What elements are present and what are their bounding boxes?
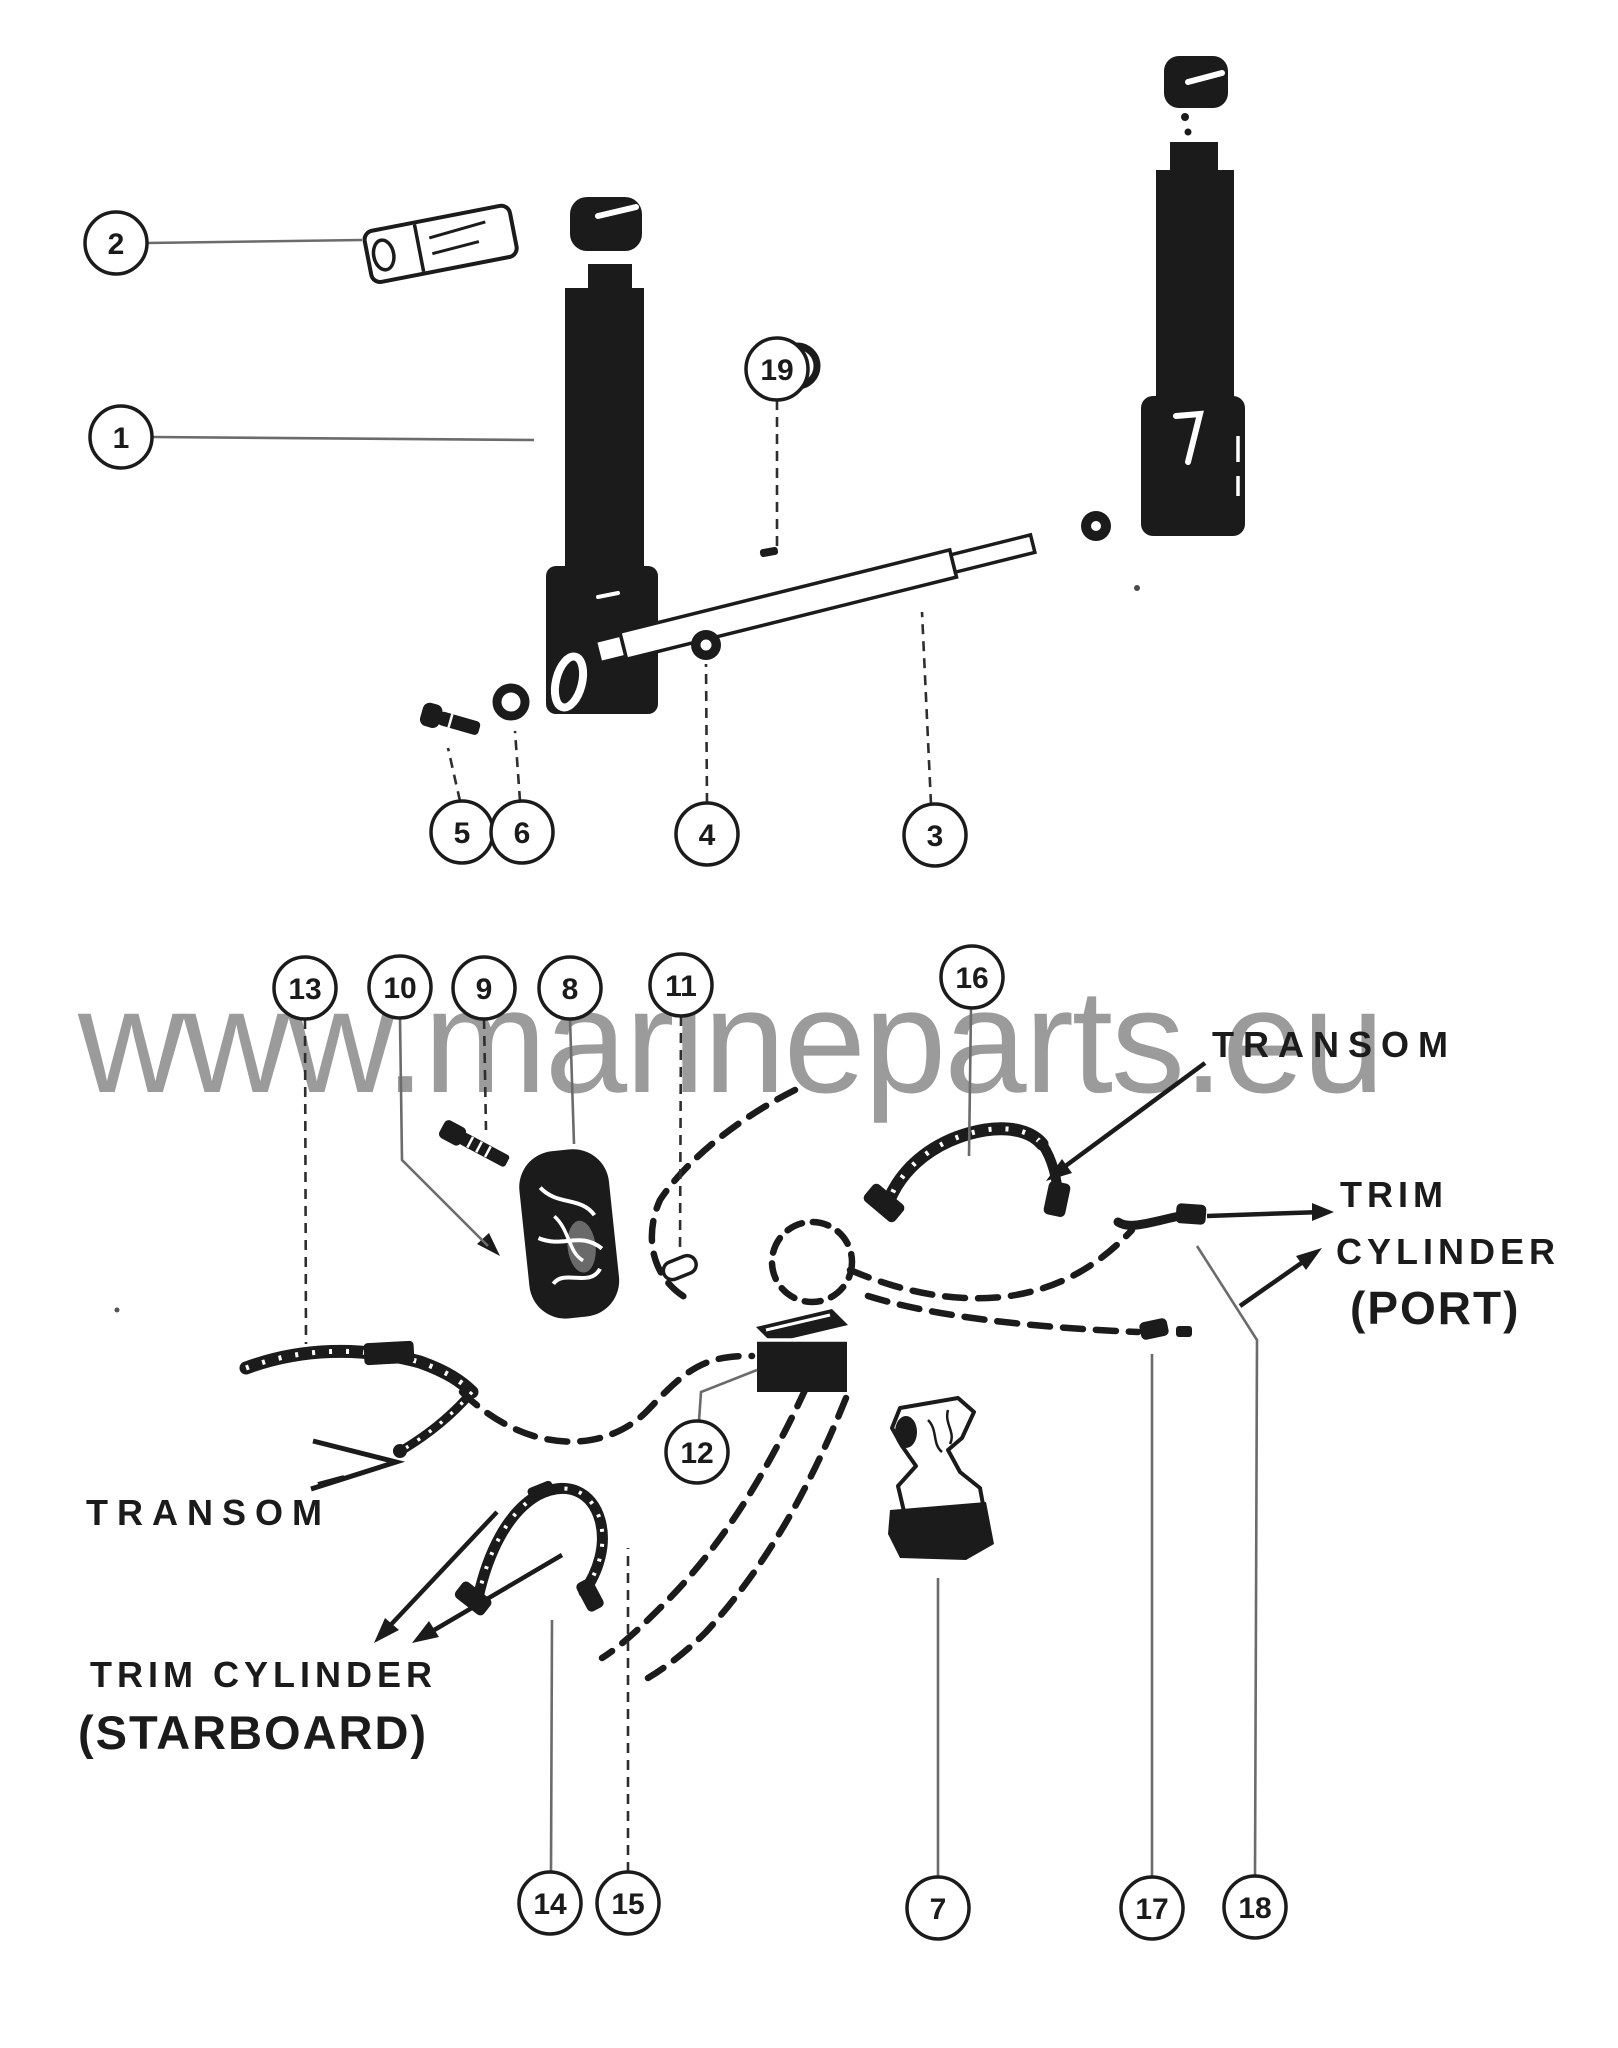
callout-number-17: 17	[1135, 1893, 1168, 1926]
label-arrows	[310, 1061, 1334, 1643]
callout-6: 6	[489, 799, 555, 865]
callout-9: 9	[451, 955, 517, 1021]
cylinder-eyelet	[550, 652, 588, 712]
transom-hose-port-part-16	[863, 1122, 1071, 1223]
callout-leader-12	[697, 1368, 758, 1422]
callout-leader-2	[146, 238, 363, 245]
callout-19: 19	[744, 336, 810, 402]
callout-8: 8	[537, 955, 603, 1021]
callout-number-5: 5	[454, 817, 471, 850]
callout-number-1: 1	[113, 422, 130, 455]
hydraulic-hose-dashed-lines	[458, 1086, 1142, 1682]
callout-leader-5	[446, 747, 462, 802]
callout-11: 11	[648, 952, 714, 1018]
label-trim-cylinder-starboard-line1: TRIM CYLINDER	[90, 1654, 437, 1695]
callout-13: 13	[272, 955, 338, 1021]
callout-leader-10	[398, 1017, 489, 1247]
arrowhead-transom-right	[1046, 1159, 1072, 1181]
callout-16: 16	[939, 944, 1005, 1010]
retainer-bracket-part-7	[888, 1396, 994, 1560]
callout-number-6: 6	[514, 817, 531, 850]
callout-number-13: 13	[288, 973, 321, 1006]
label-transom-right: TRANSOM	[1212, 1024, 1457, 1065]
reverse-lock-pin-part-2	[362, 203, 519, 284]
jumper-hose-parts-14-15	[454, 1480, 608, 1616]
callout-12: 12	[664, 1419, 730, 1485]
callout-leader-3	[920, 611, 933, 805]
label-trim-cylinder-port-line2: CYLINDER	[1336, 1231, 1561, 1272]
callout-number-12: 12	[680, 1437, 713, 1470]
callout-number-16: 16	[955, 962, 988, 995]
callout-number-3: 3	[927, 820, 944, 853]
spec-dot	[1134, 585, 1140, 591]
arrowhead-starboard-1	[374, 1618, 399, 1643]
callout-leader-6	[513, 730, 522, 802]
callout-leader-11	[678, 1015, 683, 1251]
label-trim-cylinder-port-line3: (PORT)	[1350, 1282, 1521, 1334]
pin-part-19	[759, 546, 779, 558]
callout-18: 18	[1222, 1874, 1288, 1940]
connector-block-part-12	[756, 1309, 848, 1392]
label-trim-cylinder-starboard-line2: (STARBOARD)	[78, 1706, 429, 1759]
o-ring-right	[1081, 511, 1111, 541]
callout-number-9: 9	[476, 973, 493, 1006]
arrowhead-starboard-2	[412, 1621, 439, 1643]
callout-number-7: 7	[930, 1893, 947, 1926]
callout-leader-4	[704, 663, 709, 804]
spec-dot-2	[114, 1307, 120, 1313]
arrowhead-callout-10	[477, 1233, 500, 1256]
transom-hose-starboard-part-13	[239, 1340, 479, 1458]
callout-3: 3	[902, 802, 968, 868]
arrowhead-trim	[1312, 1203, 1334, 1221]
callout-number-14: 14	[533, 1888, 567, 1921]
callout-number-8: 8	[562, 973, 579, 1006]
callout-leader-1	[151, 435, 535, 442]
screw-part-5	[419, 702, 481, 735]
callout-15: 15	[595, 1870, 661, 1936]
port-cylinder-hose-fittings	[1113, 1203, 1207, 1340]
port-trim-cylinder-drawing	[1141, 56, 1245, 536]
callout-number-11: 11	[665, 970, 697, 1003]
arrowhead-cylinder	[1296, 1248, 1322, 1270]
callout-number-15: 15	[611, 1888, 644, 1921]
callout-leader-8	[568, 1018, 576, 1145]
callout-17: 17	[1119, 1875, 1185, 1941]
callout-4: 4	[674, 801, 740, 867]
callout-number-19: 19	[760, 354, 793, 387]
callout-14: 14	[517, 1870, 583, 1936]
callout-5: 5	[429, 799, 495, 865]
pellet-part-11	[661, 1253, 698, 1282]
o-ring-part-4	[691, 630, 721, 660]
callout-7: 7	[905, 1875, 971, 1941]
callout-number-2: 2	[108, 228, 125, 261]
callout-number-18: 18	[1238, 1892, 1271, 1925]
callout-number-4: 4	[699, 819, 716, 852]
label-transom-left: TRANSOM	[86, 1492, 331, 1533]
washer-part-6	[492, 683, 530, 721]
callout-leader-14	[549, 1619, 554, 1873]
callout-2: 2	[83, 210, 149, 276]
callout-leader-13	[303, 1018, 308, 1345]
callout-10: 10	[367, 954, 433, 1020]
callout-1: 1	[88, 404, 154, 470]
piston-rod-part-3	[593, 532, 1037, 665]
callout-leader-9	[482, 1018, 488, 1131]
callout-number-10: 10	[383, 972, 416, 1005]
callout-leader-18	[1195, 1245, 1259, 1877]
anode-plate-part-8	[519, 1149, 620, 1319]
label-trim-cylinder-port-line1: TRIM	[1340, 1174, 1448, 1215]
screw-part-9	[439, 1120, 510, 1167]
callout-leader-16	[967, 1007, 973, 1157]
hose-pigtail-loop	[768, 1218, 856, 1306]
